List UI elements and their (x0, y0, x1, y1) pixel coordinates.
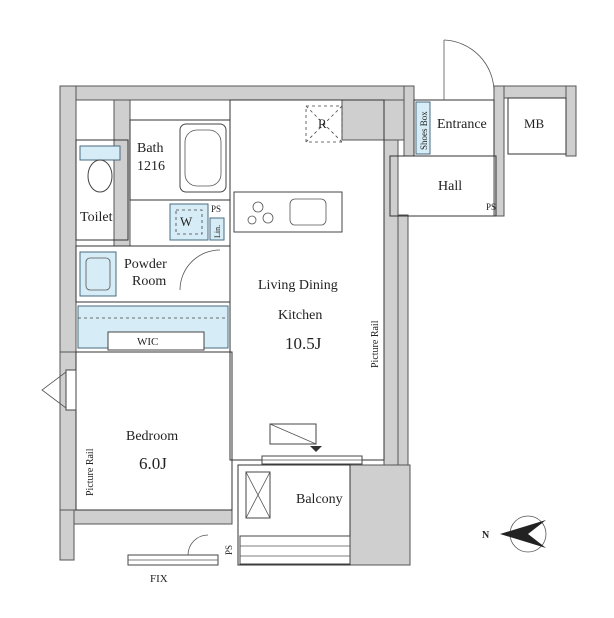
r-label: R (318, 116, 327, 131)
w-label: W (180, 214, 193, 229)
ps-wash-label: PS (211, 204, 221, 214)
wic-closet (77, 305, 229, 351)
shoes-box-label: Shoes Box (419, 111, 429, 150)
ldk-label: Living Dining (258, 278, 338, 293)
labels: Entrance MB Shoes Box Hall PS Bath 1216 … (80, 111, 545, 585)
balcony-label: Balcony (296, 492, 343, 507)
mb-label: MB (524, 116, 545, 131)
outdoor-unit (245, 471, 271, 519)
ps-balcony-label: PS (224, 545, 234, 555)
compass (500, 515, 547, 553)
ps-hall-label: PS (486, 202, 496, 212)
wic-label: WIC (137, 336, 158, 348)
fix-label: FIX (150, 573, 168, 585)
powder-room-label-2: Room (132, 274, 166, 289)
ldk-size-label: 10.5J (285, 334, 322, 353)
bedroom-window (127, 554, 219, 566)
picture-rail-bed-label: Picture Rail (85, 448, 96, 496)
bathtub (179, 123, 227, 193)
toilet-fixture (79, 145, 121, 193)
linen-fixture (209, 217, 225, 241)
hall-label: Hall (438, 179, 462, 194)
powder-sink (79, 251, 117, 297)
powder-room-label: Powder (124, 257, 167, 272)
ldk-label-2: Kitchen (278, 308, 322, 323)
shoes-box-fixture (415, 101, 431, 155)
kitchen-counter (233, 191, 343, 233)
entrance-door (443, 39, 495, 100)
north-label: N (482, 530, 490, 541)
toilet-label: Toilet (80, 210, 113, 225)
bedroom-label: Bedroom (126, 429, 178, 444)
bath-label: Bath (137, 141, 163, 156)
bath-size-label: 1216 (137, 159, 165, 174)
ldk-window (261, 455, 363, 465)
aircon-unit (269, 423, 322, 452)
bedroom-size-label: 6.0J (139, 454, 167, 473)
outer-walls (59, 85, 577, 566)
entrance-label: Entrance (437, 117, 487, 132)
picture-rail-ldk-label: Picture Rail (370, 320, 381, 368)
powder-door (179, 249, 221, 291)
room-outlines (75, 97, 567, 566)
washing-machine (169, 203, 209, 241)
bedroom-door (187, 534, 209, 556)
range-hood (305, 105, 343, 143)
left-window (41, 369, 77, 411)
balcony-rail (239, 535, 351, 565)
lin-label: Lin. (213, 225, 222, 238)
